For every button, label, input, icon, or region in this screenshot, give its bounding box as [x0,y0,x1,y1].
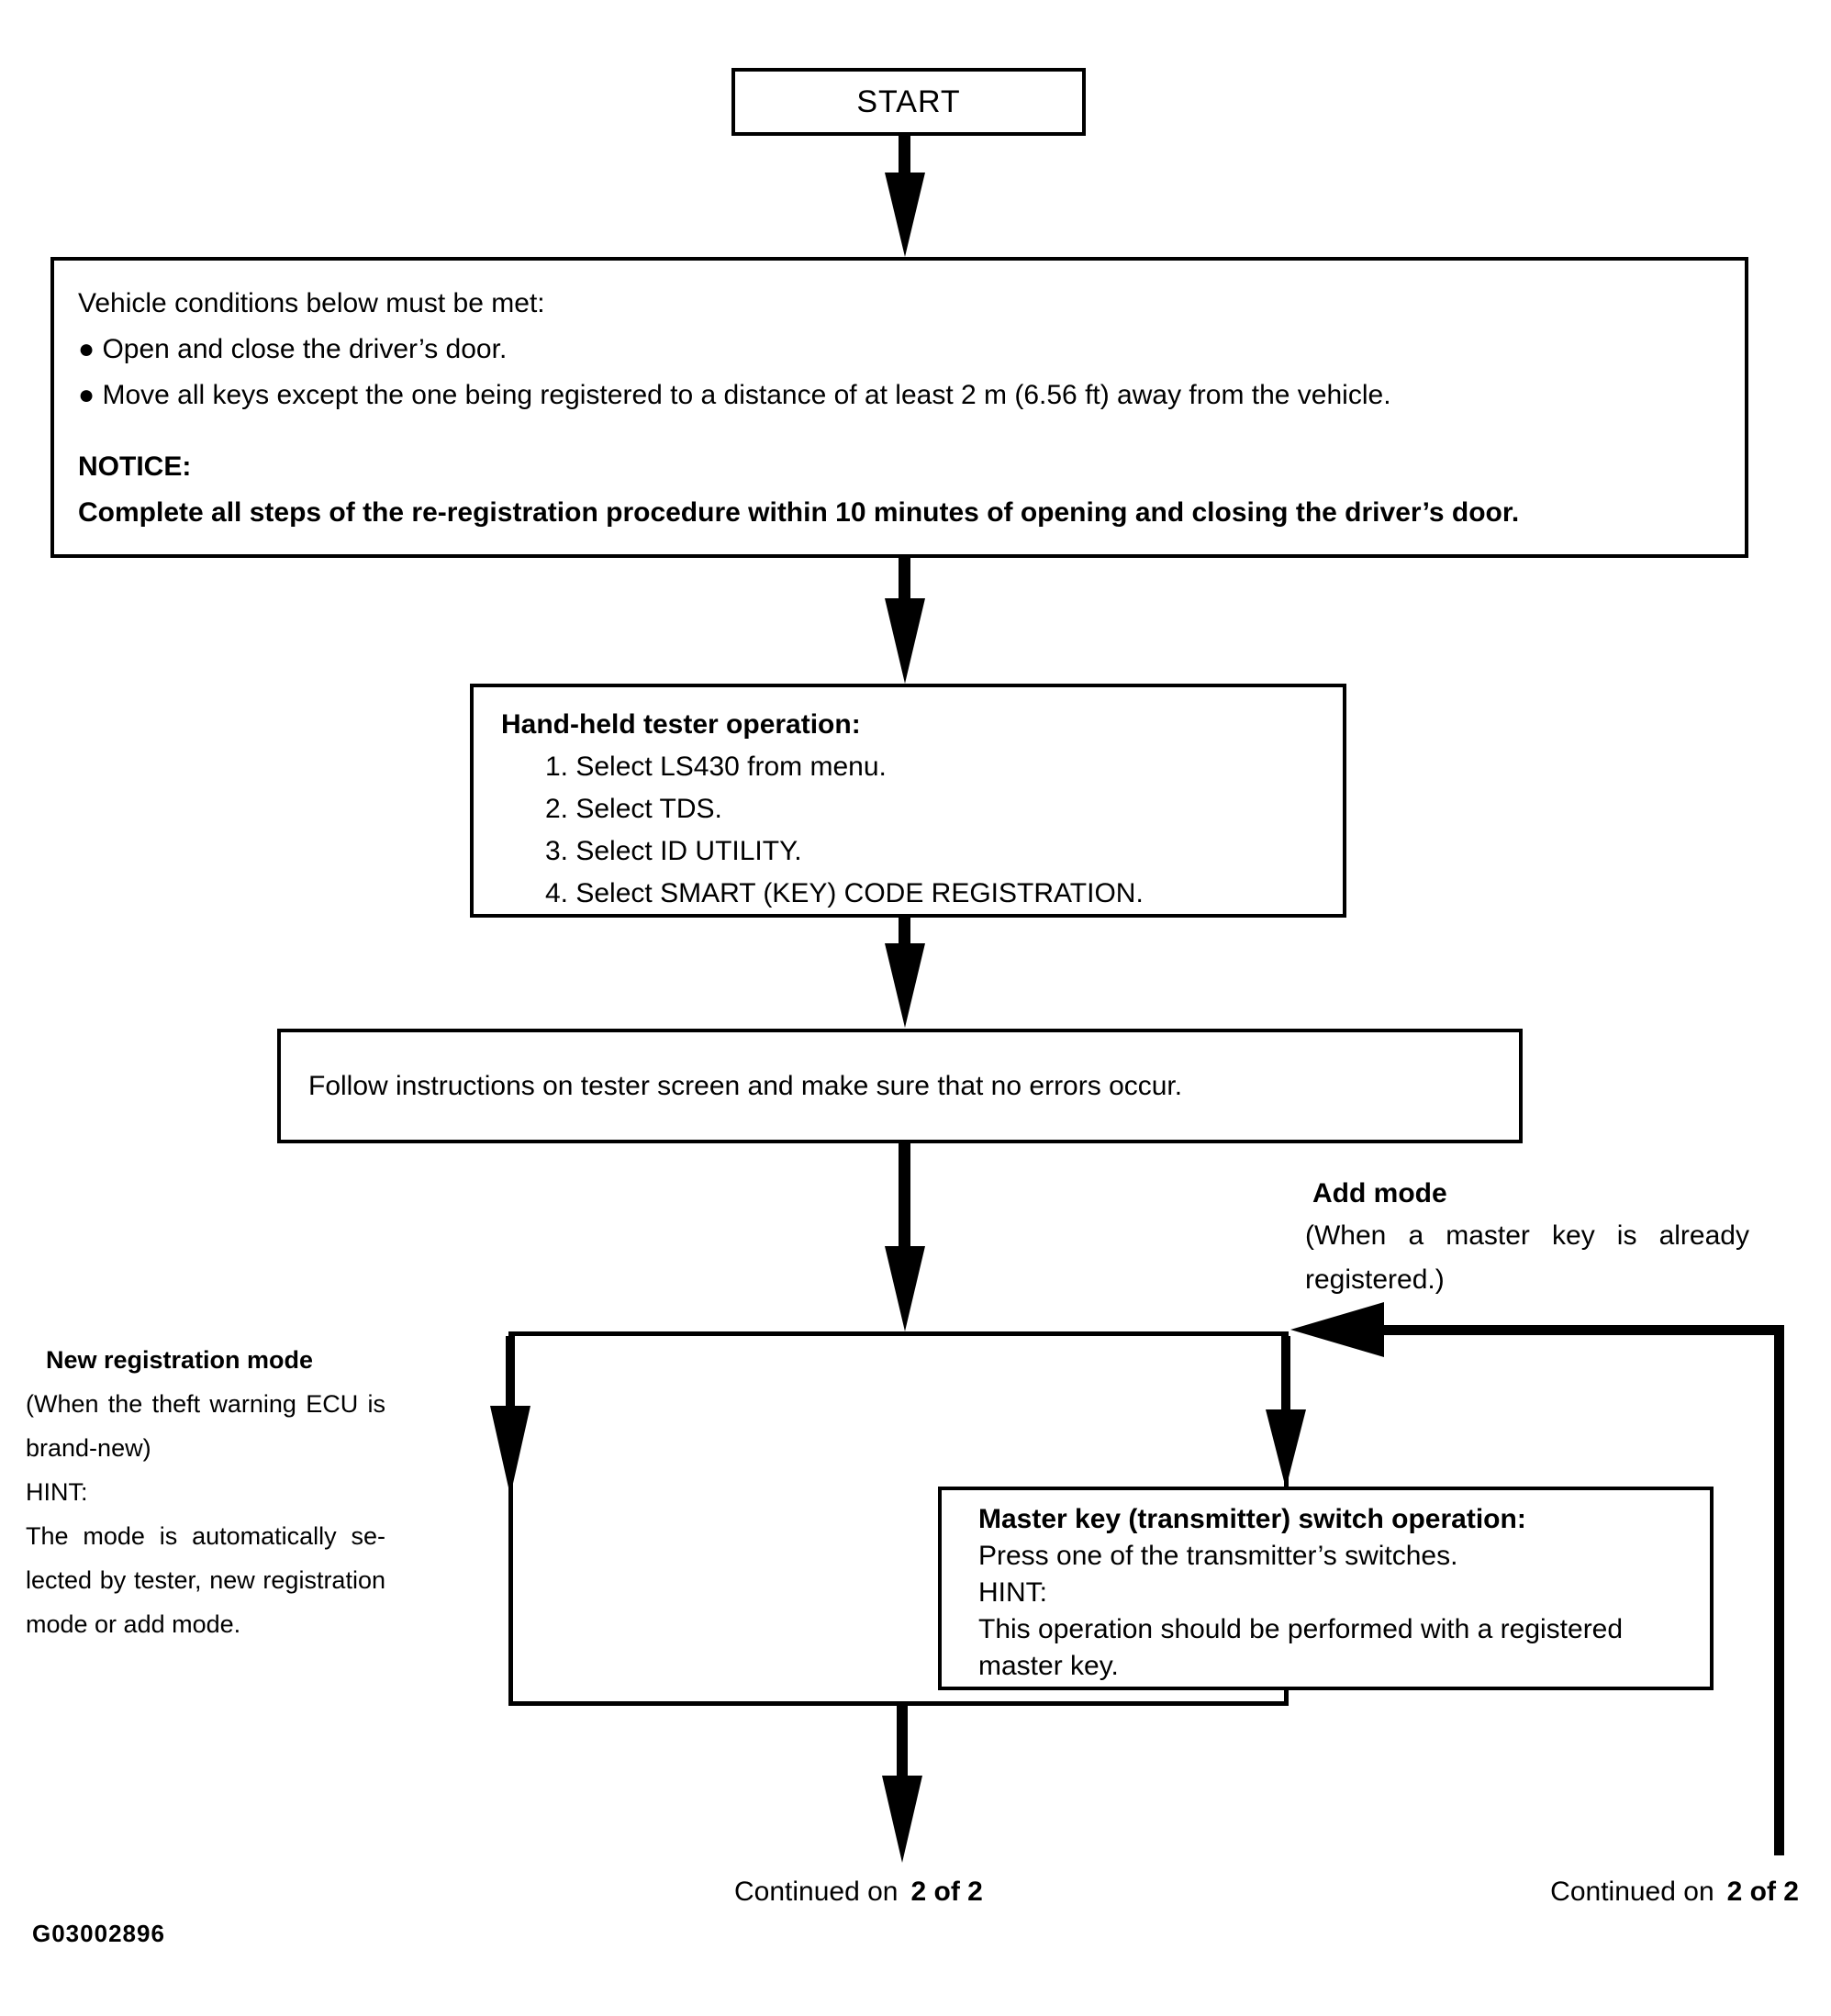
continued-prefix: Continued on [1550,1877,1714,1907]
tester-step-3: 3. Select ID UTILITY. [545,836,802,866]
tester-step-2: 2. Select TDS. [545,794,722,824]
arrow-shaft [899,558,910,600]
new-registration-line-2: brand-new) [26,1434,151,1462]
conditions-node: Vehicle conditions below must be met: ● … [50,257,1748,558]
notice-label: NOTICE: [78,451,192,482]
master-key-line-3: This operation should be performed with … [978,1614,1624,1644]
arrow-shaft [899,136,910,174]
continued-label-left: Continued on 2 of 2 [734,1876,983,1909]
arrow-shaft [1281,1336,1290,1411]
figure-id: G03002896 [32,1920,165,1947]
arrow-head-icon [490,1406,530,1496]
new-registration-hint-label: HINT: [26,1478,88,1506]
arrow-head-left-icon [1290,1302,1384,1357]
notice-text: Complete all steps of the re-registratio… [78,497,1520,528]
conditions-intro: Vehicle conditions below must be met: [78,288,545,318]
arrow-shaft [897,1706,908,1777]
arrow-head-icon [885,598,925,684]
master-key-hint-label: HINT: [978,1577,1047,1608]
master-key-node: Master key (transmitter) switch operatio… [938,1487,1714,1690]
connector-horizontal-line [1384,1325,1784,1335]
tester-node: Hand-held tester operation: 1. Select LS… [470,684,1346,918]
follow-instructions-node: Follow instructions on tester screen and… [277,1029,1523,1143]
conditions-bullet-2: ● Move all keys except the one being reg… [78,380,1391,410]
follow-instructions-text: Follow instructions on tester screen and… [308,1070,1183,1101]
start-node: START [731,68,1086,136]
arrow-shaft [506,1336,515,1408]
tester-title: Hand-held tester operation: [501,709,861,740]
arrow-head-icon [1266,1409,1306,1488]
start-label: START [856,84,961,119]
arrow-head-icon [885,943,925,1028]
add-mode-line-2: registered.) [1305,1264,1445,1295]
continued-label-right: Continued on 2 of 2 [1524,1876,1799,1909]
new-registration-title: New registration mode [46,1346,314,1374]
conditions-bullet-1: ● Open and close the driver’s door. [78,334,508,364]
arrow-head-icon [882,1776,922,1863]
add-mode-title: Add mode [1312,1178,1447,1208]
tester-step-1: 1. Select LS430 from menu. [545,752,887,782]
continued-page-ref: 2 of 2 [910,1877,983,1907]
continued-prefix: Continued on [734,1877,899,1907]
master-key-line-4: master key. [978,1651,1119,1681]
arrow-shaft [899,1143,910,1248]
master-key-line-1: Press one of the transmitter’s switches. [978,1541,1458,1571]
continued-page-ref: 2 of 2 [1726,1877,1799,1907]
master-key-title: Master key (transmitter) switch operatio… [978,1504,1526,1534]
spacer [78,418,1726,444]
new-registration-line-6: mode or add mode. [26,1610,241,1638]
arrow-shaft [899,918,910,945]
arrow-head-icon [885,173,925,257]
tester-step-4: 4. Select SMART (KEY) CODE REGISTRATION. [545,878,1144,908]
arrow-head-icon [885,1246,925,1331]
connector-vertical-line [1774,1325,1784,1855]
